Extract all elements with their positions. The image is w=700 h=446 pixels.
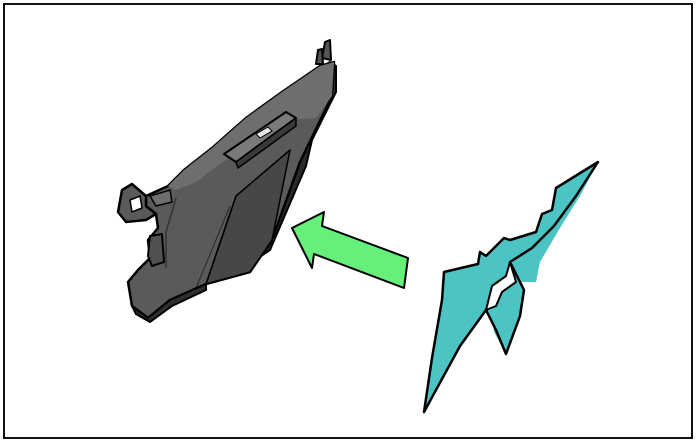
diagram-frame — [3, 3, 693, 439]
arrow-left-icon — [291, 211, 409, 289]
plastic-side-panel-icon — [116, 39, 337, 323]
foam-gasket-icon — [422, 160, 600, 414]
